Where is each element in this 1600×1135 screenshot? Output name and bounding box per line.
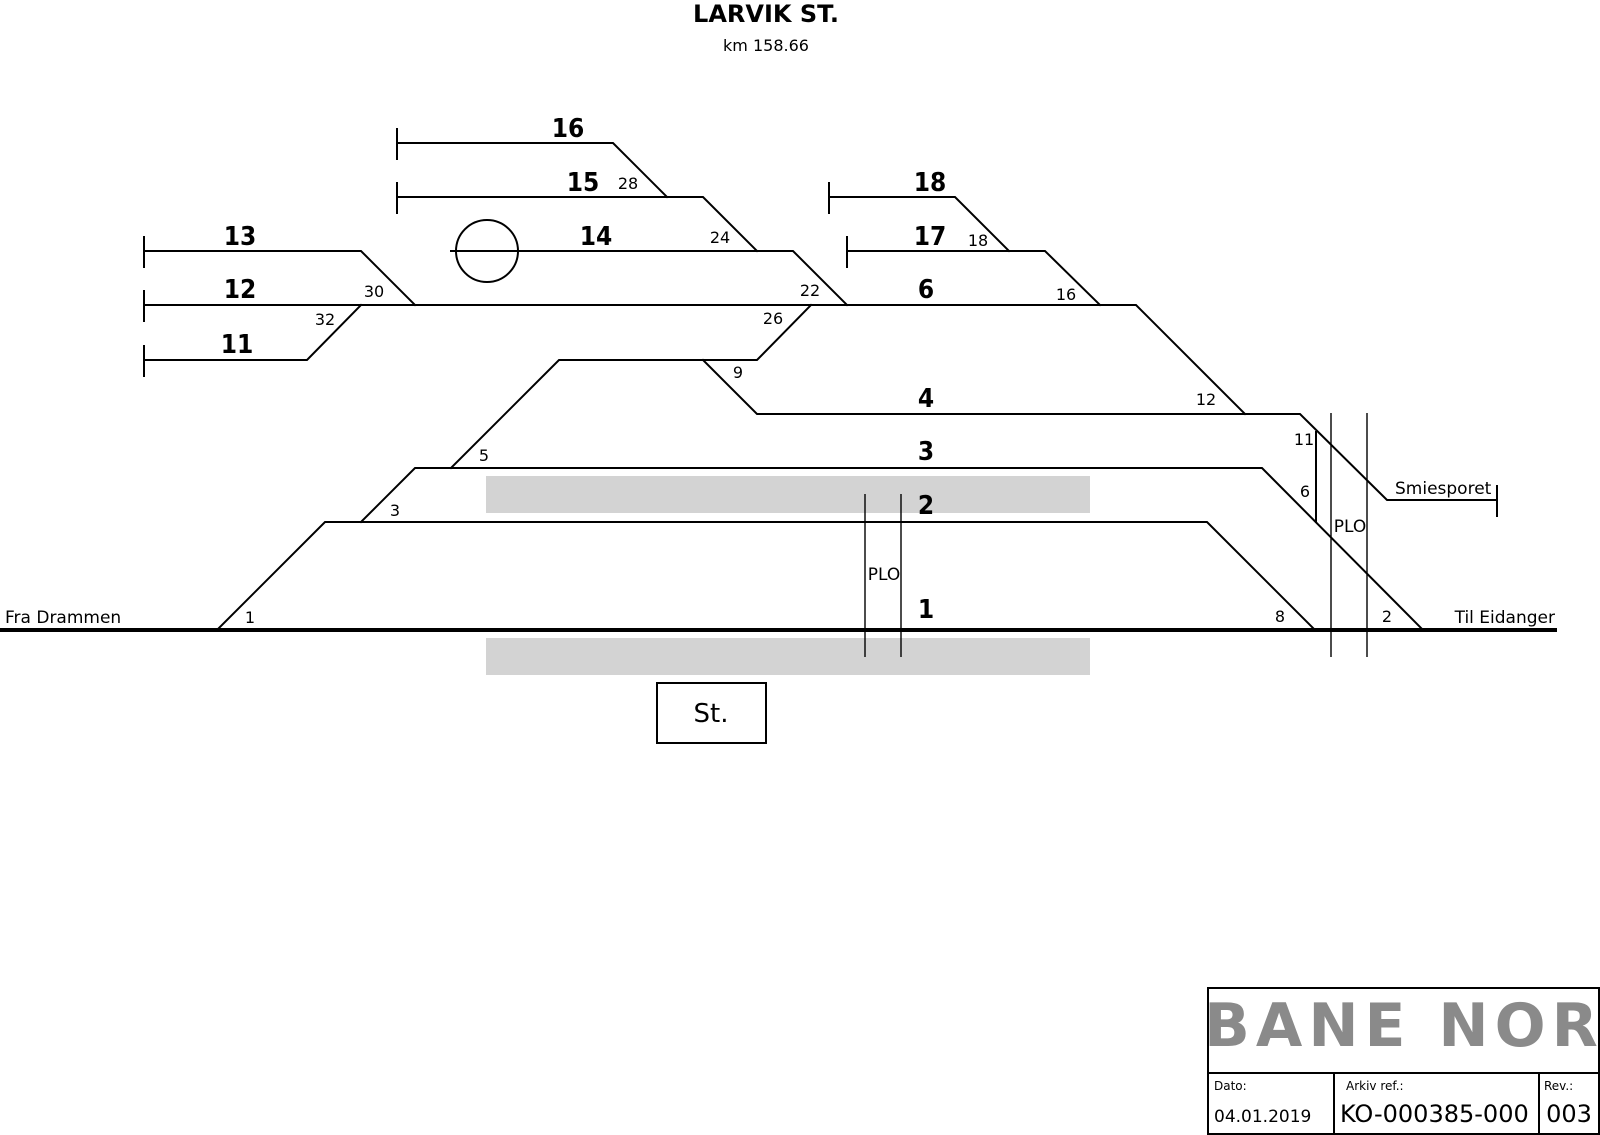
track-17-number: 17 — [914, 222, 947, 252]
switch-16-number: 16 — [1056, 285, 1076, 304]
track-6-number: 6 — [918, 275, 934, 305]
station-building-label: St. — [694, 699, 729, 729]
track-3-number: 3 — [918, 437, 934, 467]
station-building-box — [656, 682, 767, 744]
switch-5-number: 5 — [479, 446, 489, 465]
switch-11-number: 11 — [1294, 430, 1314, 449]
switch-1-number: 1 — [245, 608, 255, 627]
track-13-number: 13 — [224, 222, 257, 252]
archive-label: Arkiv ref.: — [1346, 1079, 1404, 1093]
from-direction-label: Fra Drammen — [5, 608, 121, 628]
date-value: 04.01.2019 — [1214, 1107, 1311, 1127]
track-16-number: 16 — [552, 114, 585, 144]
track-1-number: 1 — [918, 595, 934, 625]
switch-12-number: 12 — [1196, 390, 1216, 409]
track-4-number: 4 — [918, 384, 934, 414]
bane-nor-logo: BANE NOR — [1204, 991, 1600, 1061]
track-14-line — [450, 250, 849, 307]
switch-5-line — [449, 303, 813, 470]
track-3-line — [359, 467, 1425, 632]
switch-3-number: 3 — [390, 501, 400, 520]
switch-28-number: 28 — [618, 174, 638, 193]
track-11-number: 11 — [221, 330, 254, 360]
turntable-circle — [455, 219, 519, 283]
switch-26-number: 26 — [763, 309, 783, 328]
track-2-line — [215, 521, 1317, 632]
plo-east-label: PLO — [1334, 517, 1367, 537]
station-title: LARVIK ST. — [693, 0, 839, 28]
rev-value: 003 — [1546, 1100, 1592, 1128]
track-14-number: 14 — [580, 222, 613, 252]
track-15-line — [396, 196, 759, 253]
track-16-line — [396, 142, 669, 199]
date-label: Dato: — [1214, 1079, 1247, 1093]
track-11-line — [143, 303, 363, 361]
track-6-line — [143, 304, 1247, 416]
to-direction-label: Til Eidanger — [1454, 608, 1555, 628]
plo-center-label: PLO — [868, 565, 901, 585]
rev-label: Rev.: — [1544, 1079, 1573, 1093]
title-block-frame — [1207, 987, 1600, 1135]
switch-22-number: 22 — [800, 281, 820, 300]
track-4-line — [701, 358, 1498, 501]
switch-24-number: 24 — [710, 228, 730, 247]
track-15-number: 15 — [567, 168, 600, 198]
switch-18-number: 18 — [968, 231, 988, 250]
platform-upper — [486, 476, 1090, 513]
switch-2-number: 2 — [1382, 607, 1392, 626]
logo-text: BANE NOR — [1204, 991, 1600, 1061]
station-km: km 158.66 — [723, 36, 809, 55]
switch-6-number: 6 — [1300, 482, 1310, 501]
switch-32-number: 32 — [315, 310, 335, 329]
archive-value: KO-000385-000 — [1340, 1100, 1529, 1128]
track-17-line — [846, 250, 1102, 307]
track-2-number: 2 — [918, 491, 934, 521]
track-18-line — [828, 196, 1011, 253]
switch-30-number: 30 — [364, 282, 384, 301]
platform-lower — [486, 638, 1090, 675]
track-18-number: 18 — [914, 168, 947, 198]
switch-9-number: 9 — [733, 363, 743, 382]
track-12-number: 12 — [224, 275, 257, 305]
track-13-line — [143, 250, 417, 307]
siding-label: Smiesporet — [1395, 479, 1492, 499]
switch-8-number: 8 — [1275, 607, 1285, 626]
